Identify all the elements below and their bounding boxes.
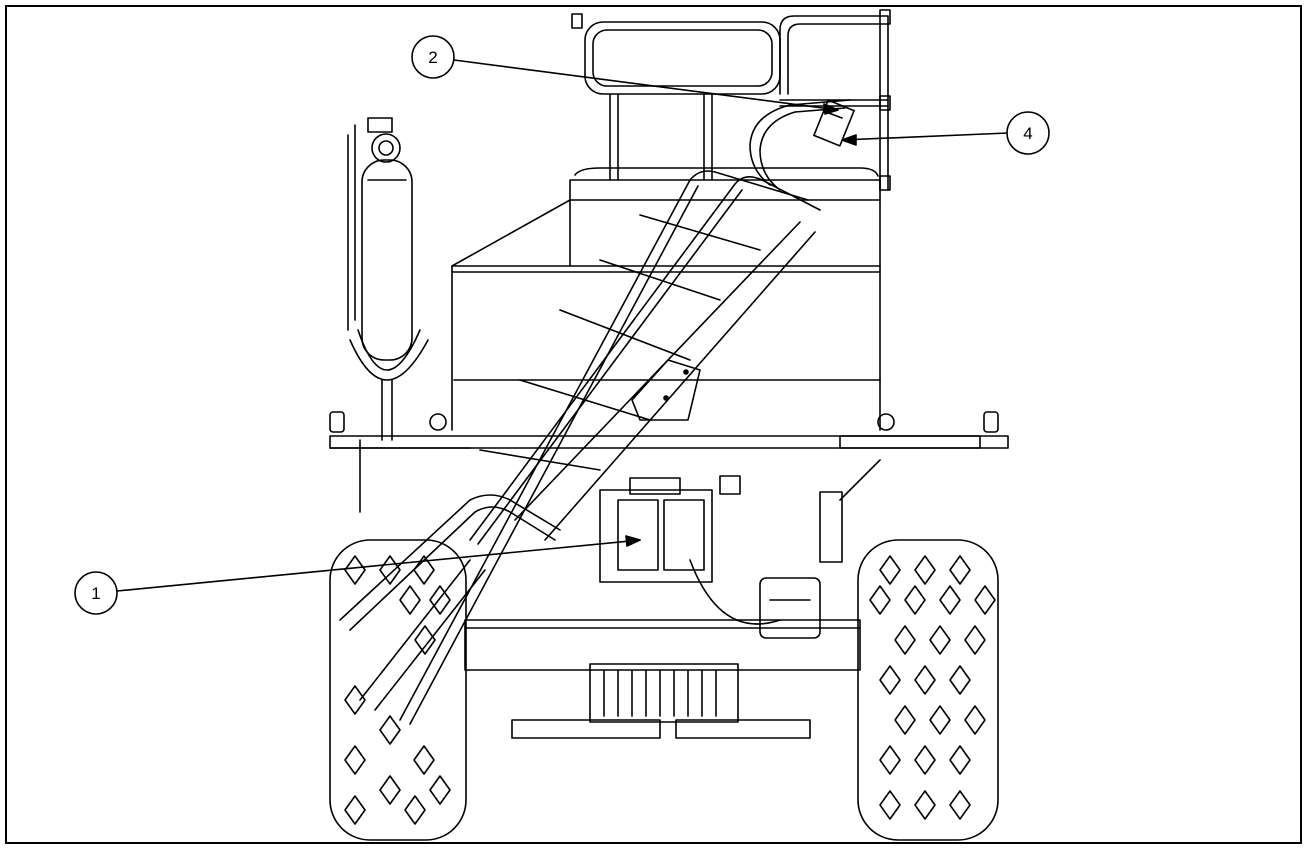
callout-circle-1	[74, 571, 118, 615]
handrail	[749, 99, 855, 191]
leader-line-4	[841, 132, 1009, 141]
left-tire	[329, 539, 467, 841]
left-cylinder	[347, 117, 429, 513]
chassis	[464, 459, 881, 739]
figure-frame	[5, 5, 1302, 844]
callout-1: 1	[74, 535, 641, 615]
leader-line-1	[116, 539, 641, 592]
callout-4: 4	[841, 111, 1050, 155]
tank	[451, 167, 881, 431]
platform-railing	[571, 9, 891, 191]
callout-number-2: 2	[428, 48, 437, 67]
callout-circle-4	[1006, 111, 1050, 155]
callout-2: 2	[411, 35, 839, 115]
leader-line-2	[453, 59, 839, 111]
right-tire	[857, 539, 999, 841]
ladder	[339, 170, 821, 725]
callout-number-1: 1	[91, 584, 100, 603]
callout-number-4: 4	[1023, 124, 1032, 143]
callout-circle-2	[411, 35, 455, 79]
crossbar	[329, 411, 1009, 449]
